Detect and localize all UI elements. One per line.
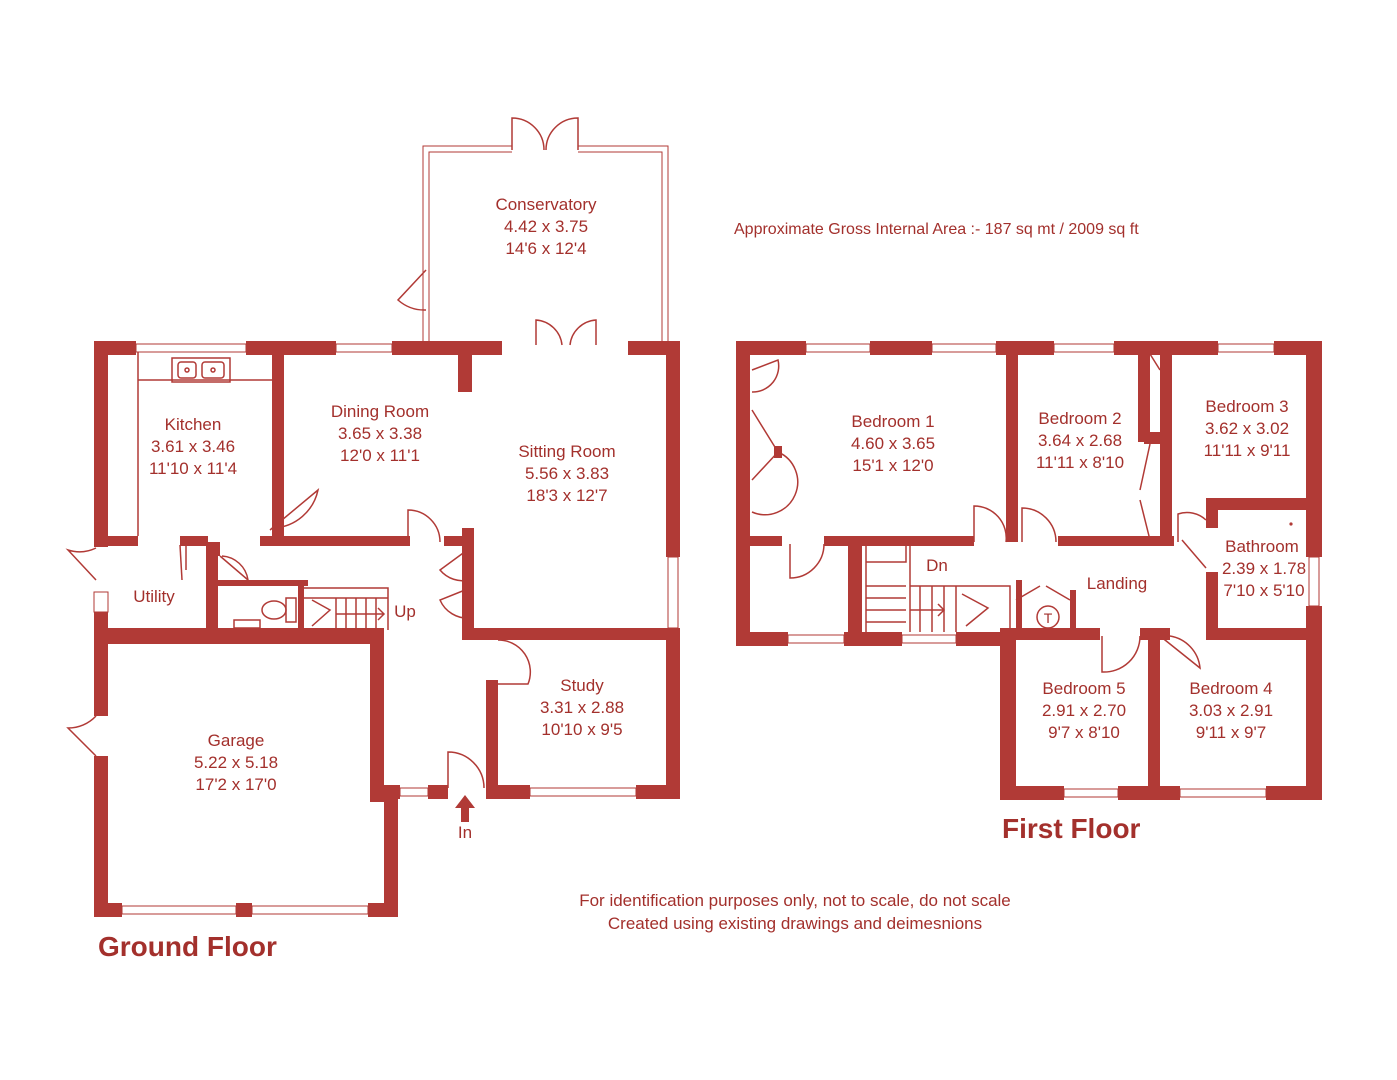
bed2-name: Bedroom 2 (1038, 409, 1121, 428)
bed1-name: Bedroom 1 (851, 412, 934, 431)
bed4-imperial: 9'11 x 9'7 (1196, 723, 1266, 742)
conservatory-frame (396, 117, 669, 346)
bed4-metric: 3.03 x 2.91 (1189, 701, 1273, 720)
bed1-metric: 4.60 x 3.65 (851, 434, 935, 453)
bed5-imperial: 9'7 x 8'10 (1048, 723, 1120, 742)
ground-walls (94, 341, 680, 917)
bathroom-metric: 2.39 x 1.78 (1222, 559, 1306, 578)
utility-name: Utility (133, 587, 175, 606)
kitchen-name: Kitchen (165, 415, 222, 434)
tank-label: T (1044, 610, 1053, 626)
bed3-imperial: 11'11 x 9'11 (1204, 441, 1291, 460)
ground-stairs (304, 587, 389, 630)
garage-name: Garage (208, 731, 265, 750)
ground-floor-title: Ground Floor (98, 931, 277, 962)
ground-floor-plan (65, 117, 680, 917)
ground-windows (93, 343, 679, 915)
conservatory-imperial: 14'6 x 12'4 (505, 239, 586, 258)
study-imperial: 10'10 x 9'5 (541, 720, 622, 739)
garage-imperial: 17'2 x 17'0 (195, 775, 276, 794)
tank-icon (1036, 605, 1060, 629)
entrance-marker: In (458, 823, 472, 842)
bed2-metric: 3.64 x 2.68 (1038, 431, 1122, 450)
up-marker: Up (394, 602, 416, 621)
dining-metric: 3.65 x 3.38 (338, 424, 422, 443)
kitchen-imperial: 11'10 x 11'4 (149, 459, 237, 478)
fitting-dot (1289, 522, 1293, 526)
sitting-name: Sitting Room (518, 442, 615, 461)
dining-name: Dining Room (331, 402, 429, 421)
bed2-imperial: 11'11 x 8'10 (1036, 453, 1124, 472)
down-marker: Dn (926, 556, 948, 575)
bed4-name: Bedroom 4 (1189, 679, 1272, 698)
bed3-name: Bedroom 3 (1205, 397, 1288, 416)
conservatory-name: Conservatory (495, 195, 597, 214)
sink-icon (171, 357, 231, 383)
first-doors (751, 353, 1207, 673)
sitting-imperial: 18'3 x 12'7 (526, 486, 607, 505)
kitchen-metric: 3.61 x 3.46 (151, 437, 235, 456)
bathroom-imperial: 7'10 x 5'10 (1223, 581, 1304, 600)
bathroom-name: Bathroom (1225, 537, 1299, 556)
ground-doors (65, 488, 532, 789)
first-walls (736, 341, 1322, 800)
entrance-arrow-icon (455, 795, 475, 822)
first-stairs (865, 546, 1011, 632)
study-name: Study (560, 676, 604, 695)
sitting-metric: 5.56 x 3.83 (525, 464, 609, 483)
study-metric: 3.31 x 2.88 (540, 698, 624, 717)
first-floor-title: First Floor (1002, 813, 1141, 844)
garage-metric: 5.22 x 5.18 (194, 753, 278, 772)
landing-name: Landing (1087, 574, 1148, 593)
bed1-imperial: 15'1 x 12'0 (852, 456, 933, 475)
conservatory-metric: 4.42 x 3.75 (504, 217, 588, 236)
toilet-icon (233, 597, 297, 629)
bed3-metric: 3.62 x 3.02 (1205, 419, 1289, 438)
labels: Approximate Gross Internal Area :- 187 s… (98, 195, 1306, 962)
first-floor-plan (736, 341, 1322, 800)
dining-imperial: 12'0 x 11'1 (340, 446, 420, 465)
area-note: Approximate Gross Internal Area :- 187 s… (734, 221, 1139, 238)
bed5-metric: 2.91 x 2.70 (1042, 701, 1126, 720)
first-windows (787, 343, 1320, 798)
bed5-name: Bedroom 5 (1042, 679, 1125, 698)
disclaimer-line1: For identification purposes only, not to… (579, 891, 1011, 910)
disclaimer-line2: Created using existing drawings and deim… (608, 914, 982, 933)
